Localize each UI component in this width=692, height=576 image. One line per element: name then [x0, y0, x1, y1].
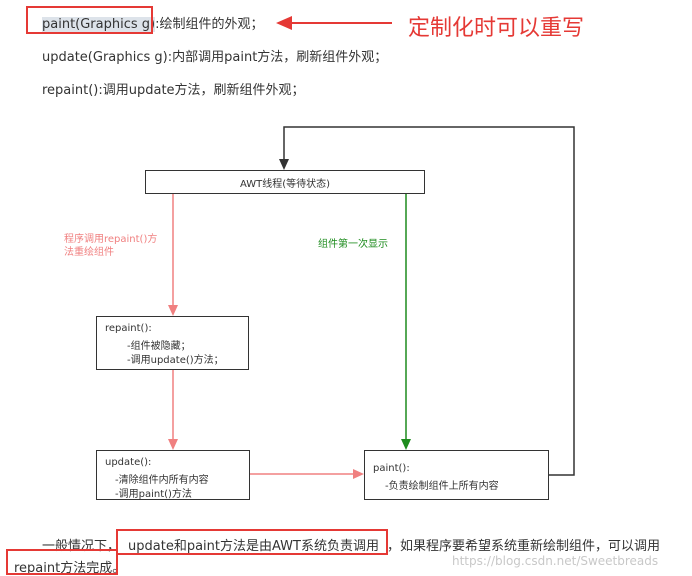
paint-description: :绘制组件的外观； [155, 17, 264, 32]
paint-signature: paint(Graphics g) [42, 17, 156, 32]
csdn-watermark: https://blog.csdn.net/Sweetbreads [452, 554, 659, 568]
repaint-box-item: -调用update()方法； [127, 355, 224, 366]
update-box: update(): -清除组件内所有内容 -调用paint()方法 [96, 450, 250, 500]
repaint-call-label-line: 程序调用repaint()方 [64, 234, 158, 245]
repaint-call-label: 程序调用repaint()方 法重绘组件 [64, 233, 157, 259]
update-box-title: update(): [105, 457, 152, 468]
paint-box: paint(): -负责绘制组件上所有内容 [364, 450, 549, 500]
repaint-box-item: -组件被隐藏； [127, 341, 191, 352]
footer-after: ，如果程序要希望系统重新绘制组件，可以调用 [386, 539, 660, 554]
repaint-box: repaint(): -组件被隐藏； -调用update()方法； [96, 316, 249, 370]
footer-highlight-box [116, 529, 388, 555]
repaint-description-line: repaint():调用update方法，刷新组件外观； [42, 83, 305, 98]
override-annotation: 定制化时可以重写 [408, 16, 585, 41]
footer-line-2: repaint方法完成。 [14, 561, 126, 576]
update-box-item: -调用paint()方法 [115, 489, 192, 500]
awt-thread-box: AWT线程(等待状态) [145, 170, 425, 194]
paint-box-item: -负责绘制组件上所有内容 [385, 481, 499, 492]
footer-boxed: update和paint方法是由AWT系统负责调用 [128, 539, 379, 554]
first-display-label: 组件第一次显示 [318, 239, 388, 250]
update-description-line: update(Graphics g):内部调用paint方法，刷新组件外观； [42, 50, 388, 65]
footer-line2-highlight-box [6, 549, 118, 575]
awt-thread-label: AWT线程(等待状态) [239, 179, 331, 190]
paint-description-line: paint(Graphics g):绘制组件的外观； [42, 13, 264, 32]
repaint-box-title: repaint(): [105, 323, 152, 334]
paint-box-title: paint(): [373, 463, 410, 474]
paint-highlight-box [26, 6, 153, 34]
repaint-call-label-line: 法重绘组件 [64, 247, 114, 258]
update-box-item: -清除组件内所有内容 [115, 475, 209, 486]
